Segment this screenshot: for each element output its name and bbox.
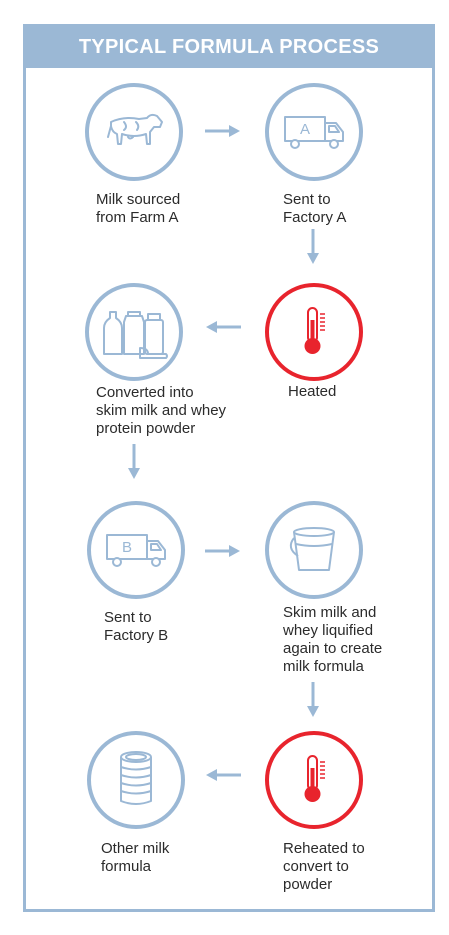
truck-a-icon: A — [265, 83, 363, 181]
label-factory-a: Sent to Factory A — [283, 191, 347, 226]
arrow-down-2 — [128, 444, 140, 479]
step-heated — [264, 282, 364, 382]
thermometer-icon — [265, 283, 363, 381]
step-reheated — [264, 730, 364, 830]
header-banner: TYPICAL FORMULA PROCESS — [26, 27, 432, 68]
page-title: TYPICAL FORMULA PROCESS — [78, 36, 380, 58]
milk-products-icon — [85, 283, 183, 381]
arrow-left-1 — [206, 321, 241, 333]
label-converted: Converted into skim milk and whey protei… — [96, 384, 227, 437]
arrow-left-2 — [206, 769, 241, 781]
step-factory-b: B — [86, 500, 186, 600]
step-factory-a: A — [264, 82, 364, 182]
label-liquified: Skim milk and whey liquified again to cr… — [283, 604, 383, 675]
label-other-formula: Other milk formula — [101, 840, 170, 875]
label-reheated: Reheated to convert to powder — [283, 840, 365, 893]
step-other-formula — [86, 730, 186, 830]
thermometer-icon — [265, 731, 363, 829]
cow-icon — [85, 83, 183, 181]
formula-can-icon — [87, 731, 185, 829]
step-milk-sourced — [84, 82, 184, 182]
arrow-down-1 — [307, 229, 319, 264]
arrow-right-1 — [205, 125, 240, 137]
arrow-right-2 — [205, 545, 240, 557]
label-factory-b: Sent to Factory B — [104, 609, 169, 644]
label-milk-sourced: Milk sourced from Farm A — [96, 191, 181, 226]
truck-b-icon: B — [87, 501, 185, 599]
truck-letter: A — [300, 121, 310, 138]
step-liquified — [264, 500, 364, 600]
truck-letter: B — [122, 539, 132, 556]
bucket-icon — [265, 501, 363, 599]
label-heated: Heated — [288, 383, 337, 400]
arrow-down-3 — [307, 682, 319, 717]
step-converted — [84, 282, 184, 382]
